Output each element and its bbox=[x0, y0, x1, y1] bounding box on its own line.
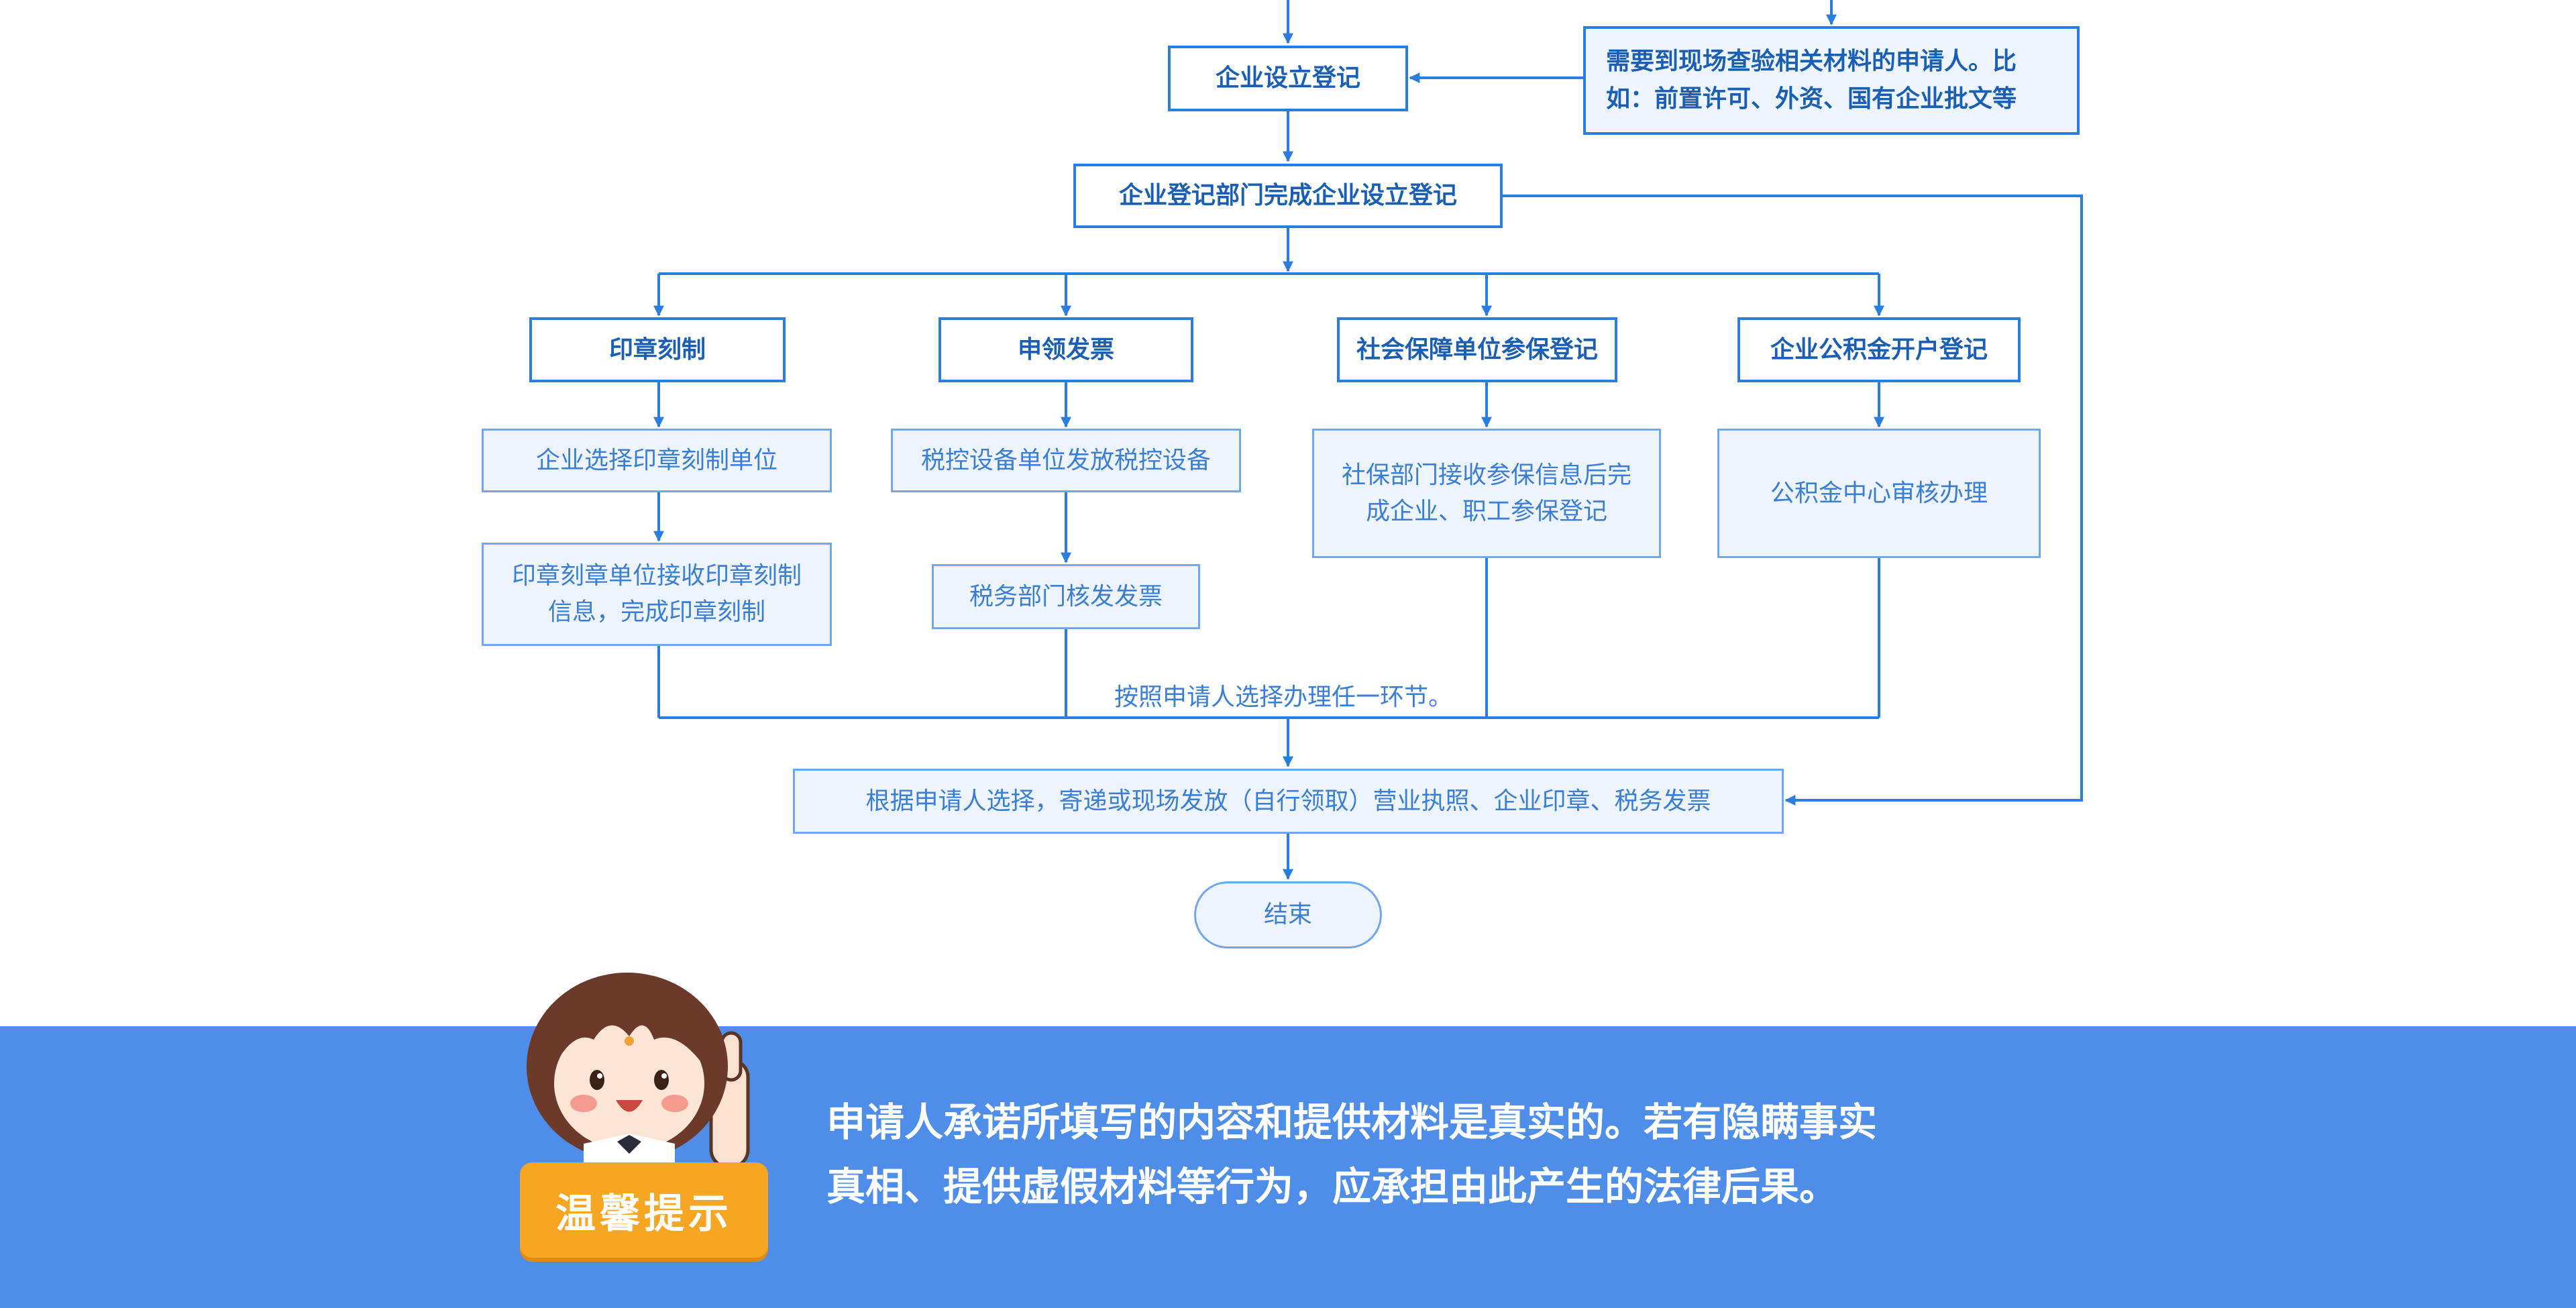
seal-step1-label: 企业选择印章刻制单位 bbox=[535, 446, 777, 474]
invoice-step2-label: 税务部门核发发票 bbox=[969, 582, 1163, 610]
choice-caption: 按照申请人选择办理任一环节。 bbox=[1110, 677, 1457, 712]
notice-banner bbox=[0, 1026, 2576, 1308]
invoice-title-label: 申领发票 bbox=[1017, 335, 1114, 364]
registration-completed-node: 企业登记部门完成企业设立登记 bbox=[1073, 164, 1503, 228]
social-step1-node: 社保部门接收参保信息后完成企业、职工参保登记 bbox=[1312, 429, 1661, 558]
establish-registration-node: 企业设立登记 bbox=[1168, 46, 1408, 111]
delivery-node: 根据申请人选择，寄递或现场发放（自行领取）营业执照、企业印章、税务发票 bbox=[793, 769, 1784, 834]
social-title-label: 社会保障单位参保登记 bbox=[1356, 335, 1598, 364]
seal-title-label: 印章刻制 bbox=[608, 335, 706, 364]
girl-mascot-icon bbox=[527, 973, 750, 1169]
notice-line-2: 真相、提供虚假材料等行为，应承担由此产生的法律后果。 bbox=[826, 1164, 1839, 1209]
fund-step1-node: 公积金中心审核办理 bbox=[1717, 429, 2041, 558]
seal-step2-label: 印章刻章单位接收印章刻制信息，完成印章刻制 bbox=[511, 562, 802, 626]
delivery-label: 根据申请人选择，寄递或现场发放（自行领取）营业执照、企业印章、税务发票 bbox=[865, 787, 1711, 815]
invoice-step1-label: 税控设备单位发放税控设备 bbox=[920, 446, 1211, 474]
notice-line-1: 申请人承诺所填写的内容和提供材料是真实的。若有隐瞒事实 bbox=[826, 1099, 1878, 1145]
seal-step1-node: 企业选择印章刻制单位 bbox=[482, 429, 832, 492]
end-node: 结束 bbox=[1194, 881, 1382, 948]
fund-step1-label: 公积金中心审核办理 bbox=[1770, 479, 1988, 507]
invoice-step2-node: 税务部门核发发票 bbox=[932, 564, 1200, 629]
arrow-bypass-to-delivery bbox=[1503, 195, 2083, 806]
fund-title-node: 企业公积金开户登记 bbox=[1737, 317, 2021, 382]
fund-title-label: 企业公积金开户登记 bbox=[1770, 335, 1988, 364]
end-label: 结束 bbox=[1263, 901, 1312, 928]
invoice-title-node: 申领发票 bbox=[938, 317, 1193, 382]
registration-completed-label: 企业登记部门完成企业设立登记 bbox=[1118, 182, 1457, 209]
notice-text: 申请人承诺所填写的内容和提供材料是真实的。若有隐瞒事实 真相、提供虚假材料等行为… bbox=[826, 1090, 2034, 1219]
onsite-note-node: 需要到现场查验相关材料的申请人。比如：前置许可、外资、国有企业批文等 bbox=[1583, 26, 2080, 135]
social-step1-label: 社保部门接收参保信息后完成企业、职工参保登记 bbox=[1341, 461, 1631, 525]
warm-tip-badge: 温馨提示 bbox=[520, 1162, 768, 1258]
onsite-note-text: 需要到现场查验相关材料的申请人。比如：前置许可、外资、国有企业批文等 bbox=[1606, 48, 2017, 113]
invoice-step1-node: 税控设备单位发放税控设备 bbox=[891, 429, 1241, 492]
flowchart-connectors bbox=[653, 0, 2083, 880]
establish-registration-label: 企业设立登记 bbox=[1215, 64, 1360, 92]
seal-step2-node: 印章刻章单位接收印章刻制信息，完成印章刻制 bbox=[482, 543, 832, 646]
seal-title-node: 印章刻制 bbox=[529, 317, 786, 382]
social-title-node: 社会保障单位参保登记 bbox=[1337, 317, 1617, 382]
